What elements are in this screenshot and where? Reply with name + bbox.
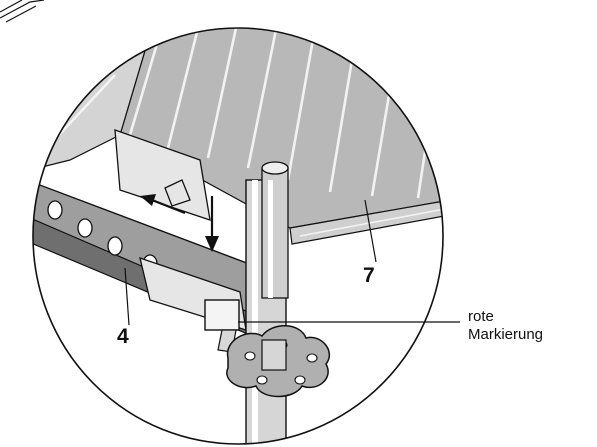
callout-red-marking: rote Markierung [468,308,543,344]
callout-leaders [124,199,460,326]
rosette-plate [226,325,331,398]
magnified-detail [33,28,443,444]
vertical-standard [245,161,289,444]
insertion-arrows [140,194,219,252]
callout-red-marking-line1: rote [468,308,494,325]
box-corner-fragment [0,0,45,23]
red-marking-block [204,299,240,331]
callout-part-4: 4 [117,325,129,348]
magnifier-circle [32,27,444,445]
callout-part-7: 7 [363,264,375,287]
callout-red-marking-line2: Markierung [468,326,544,343]
